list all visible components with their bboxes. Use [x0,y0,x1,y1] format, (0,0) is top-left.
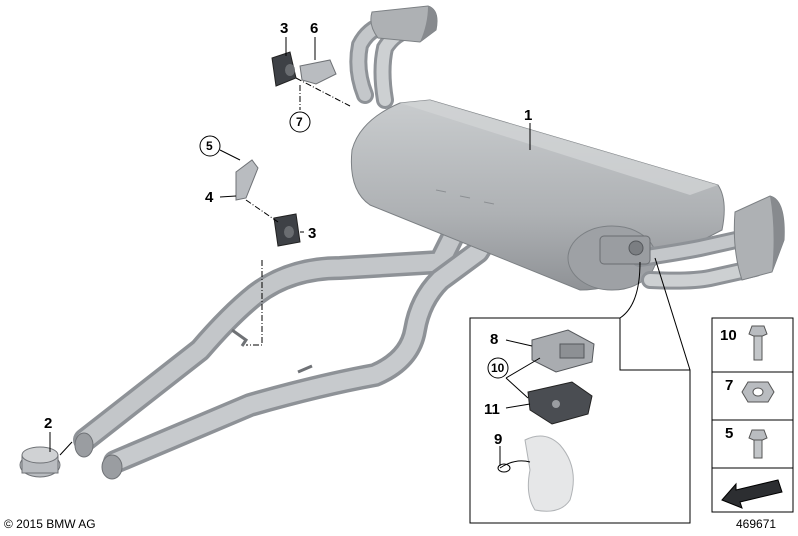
legend-number-nut: 7 [725,377,733,394]
callout-bracket-left: 4 [205,189,214,206]
bracket-top [299,59,337,85]
copyright-text: © 2015 BMW AG [4,517,96,531]
callout-clamp: 2 [44,415,52,432]
circled-ref-10-ring [487,357,509,379]
callout-bracket-top: 6 [310,20,318,37]
valve-actuator [531,329,595,373]
pipe-clamp [19,446,61,478]
rubber-mount-top [271,51,297,87]
actuator-bracket [527,381,593,425]
circled-ref-7-ring [289,111,311,133]
diagram-id: 469671 [736,517,776,531]
circled-ref-screw: 5 [206,139,213,153]
hardware-legend [711,317,794,513]
leader-lines [49,37,541,466]
legend-number-bolt: 10 [720,327,737,344]
hex-nut-icon [741,381,775,403]
hex-bolt-icon [748,325,768,361]
detail-inset-box [469,257,691,524]
circled-ref-bolt: 10 [491,361,505,375]
direction-arrow-icon [721,479,783,509]
circled-ref-nut: 7 [296,115,303,129]
cable-tie [497,435,574,512]
rubber-mount-mid [273,213,301,247]
callout-rubber-mount-top: 3 [280,20,288,37]
bracket-left [235,159,259,201]
callout-actuator-bracket: 11 [484,401,500,418]
hex-screw-icon [748,429,768,459]
front-pipes [73,224,500,480]
legend-number-screw: 5 [725,425,733,442]
callout-valve-actuator: 8 [490,331,498,348]
callout-rubber-mount-mid: 3 [308,225,316,242]
exhaust-flap-valve [599,235,651,265]
callout-cable-tie: 9 [494,431,502,448]
tailpipe-left [349,5,438,109]
circled-ref-5-ring [199,135,221,157]
callout-muffler: 1 [524,107,532,124]
